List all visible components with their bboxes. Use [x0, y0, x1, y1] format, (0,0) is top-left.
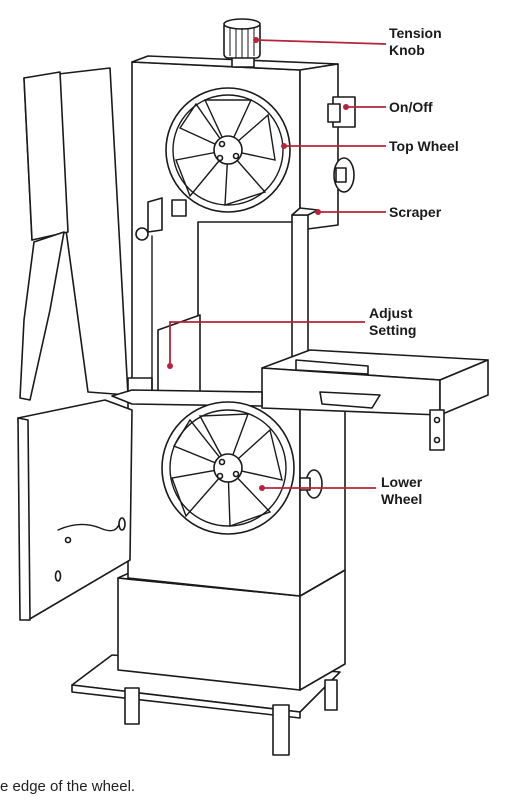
tension-knob-leader-dot [253, 37, 259, 43]
tension-knob-leader [256, 40, 386, 44]
lower-wheel-label-line2: Wheel [381, 491, 422, 508]
on-off-label: On/Off [389, 99, 433, 116]
lower-wheel-label-line1: Lower [381, 474, 422, 491]
scraper-leader-dot [315, 209, 321, 215]
lower-wheel [162, 402, 294, 534]
on-off-label-text: On/Off [389, 99, 433, 116]
side-knob [334, 158, 354, 192]
lower-wheel-leader-dot [259, 485, 265, 491]
caption-text: e edge of the wheel. [0, 778, 135, 795]
tension-knob-label-line1: Tension [389, 25, 442, 42]
adjust-setting-label-line1: Adjust [369, 305, 416, 322]
tension-knob-label: Tension Knob [389, 25, 442, 59]
tension-knob-label-line2: Knob [389, 42, 442, 59]
top-wheel-leader-dot [281, 143, 287, 149]
top-wheel [166, 88, 290, 212]
scraper-label-text: Scraper [389, 204, 441, 221]
top-wheel-label-text: Top Wheel [389, 138, 459, 155]
blade-guide-post [290, 208, 318, 370]
scraper-label: Scraper [389, 204, 441, 221]
adjust-setting-label: Adjust Setting [369, 305, 416, 339]
top-wheel-label: Top Wheel [389, 138, 459, 155]
adjust-setting-label-line2: Setting [369, 322, 416, 339]
lower-wheel-label: Lower Wheel [381, 474, 422, 508]
adjust-setting-leader-dot [167, 363, 173, 369]
open-door [18, 68, 132, 620]
on-off-leader-dot [343, 104, 349, 110]
